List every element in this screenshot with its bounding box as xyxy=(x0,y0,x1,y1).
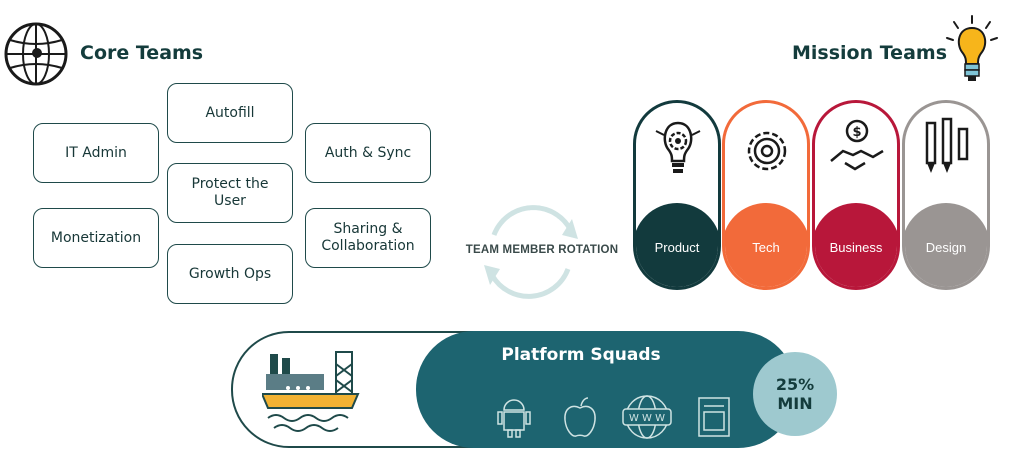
mission-pill-product: Product xyxy=(633,100,721,290)
core-box-sharing-collaboration: Sharing & Collaboration xyxy=(305,208,431,268)
core-box-monetization: Monetization xyxy=(33,208,159,268)
platform-title: Platform Squads xyxy=(501,345,661,365)
svg-text:$: $ xyxy=(852,125,861,140)
mission-pill-design: Design xyxy=(902,100,990,290)
mission-pill-tech: Tech xyxy=(722,100,810,290)
mission-label-design: Design xyxy=(925,239,967,255)
core-box-protect-the-user: Protect the User xyxy=(167,163,293,223)
mission-label-tech: Tech xyxy=(752,239,780,255)
badge-unit: MIN xyxy=(777,394,813,413)
ship-icon xyxy=(262,351,360,432)
min-percentage-badge: 25% MIN xyxy=(753,352,837,436)
www-icon: W W W xyxy=(622,395,672,439)
rotation-arrows-icon xyxy=(484,205,578,299)
mission-pill-business: $ Business xyxy=(812,100,900,290)
mission-circle-business: Business xyxy=(815,203,897,287)
mission-teams-title: Mission Teams xyxy=(792,42,947,64)
android-icon xyxy=(497,399,531,438)
pencils-icon xyxy=(925,117,969,173)
core-box-it-admin: IT Admin xyxy=(33,123,159,183)
badge-value: 25% xyxy=(775,375,815,394)
document-icon xyxy=(698,397,730,437)
platform-panel xyxy=(416,331,796,448)
mission-circle-tech: Tech xyxy=(725,203,807,287)
mission-circle-product: Product xyxy=(636,203,718,287)
lightbulb-icon xyxy=(946,15,998,81)
core-teams-title: Core Teams xyxy=(80,42,204,64)
handshake-dollar-icon: $ xyxy=(830,119,884,171)
core-box-autofill: Autofill xyxy=(167,83,293,143)
mission-label-business: Business xyxy=(829,239,883,255)
core-box-growth-ops: Growth Ops xyxy=(167,244,293,304)
svg-text:W W W: W W W xyxy=(629,413,665,424)
mission-circle-design: Design xyxy=(905,203,987,287)
mission-label-product: Product xyxy=(654,239,700,255)
lightbulb-gear-icon xyxy=(655,121,701,173)
rotation-label: TEAM MEMBER ROTATION xyxy=(465,244,619,256)
core-box-auth-sync: Auth & Sync xyxy=(305,123,431,183)
apple-icon xyxy=(564,397,596,437)
gear-icon xyxy=(747,131,787,171)
globe-icon xyxy=(4,22,68,86)
